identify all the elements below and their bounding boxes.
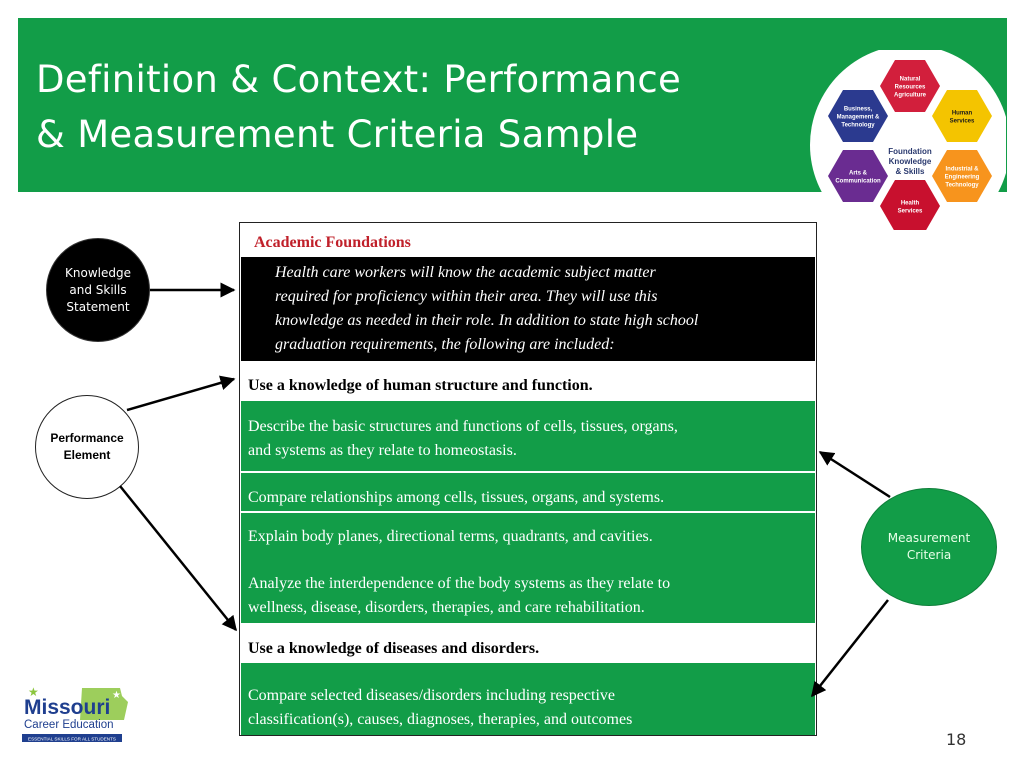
arrow-measurement-to-criteria-2 <box>811 599 889 698</box>
wheel-hexagon-label: Communication <box>835 179 881 185</box>
logo-state-shape <box>80 688 128 720</box>
wheel-hexagon-label: Business, <box>844 107 873 113</box>
slide-title: Definition & Context: Performance & Meas… <box>36 52 796 162</box>
wheel-hexagon <box>880 60 940 112</box>
performance-element-circle: Performance Element <box>35 395 139 499</box>
criteria-table: Academic Foundations Health care workers… <box>239 222 817 736</box>
criteria-3-text: Explain body planes, directional terms, … <box>248 528 653 545</box>
wheel-hexagon <box>828 150 888 202</box>
wheel-hexagon <box>932 150 992 202</box>
career-cluster-wheel-graphic: NaturalResourcesAgricultureHumanServices… <box>810 45 1010 245</box>
statement-row: Health care workers will know the academ… <box>241 257 815 361</box>
statement-line-4: graduation requirements, the following a… <box>275 336 615 353</box>
knowledge-label-1: Knowledge <box>65 265 131 280</box>
wheel-hexagon-label: Engineering <box>945 175 980 181</box>
performance-label-1: Performance <box>50 431 124 445</box>
slide-title-line-1: Definition & Context: Performance <box>36 58 682 101</box>
criteria-row: Compare selected diseases/disorders incl… <box>241 663 815 735</box>
logo-line-1: Missouri <box>24 696 110 719</box>
measurement-label-2: Criteria <box>906 548 952 562</box>
measurement-criteria-circle: Measurement Criteria <box>861 488 997 606</box>
wheel-hexagon-label: Arts & <box>849 171 868 177</box>
wheel-center-label-3: & Skills <box>896 167 925 176</box>
criteria-row: Analyze the interdependence of the body … <box>241 553 815 623</box>
criteria-5-line-2: classification(s), causes, diagnoses, th… <box>248 711 633 728</box>
wheel-hexagon-label: Natural <box>900 77 921 83</box>
row-divider <box>241 511 815 513</box>
performance-element-1: Use a knowledge of human structure and f… <box>248 377 593 394</box>
wheel-hexagon-label: Services <box>898 209 923 215</box>
row-divider <box>241 471 815 473</box>
wheel-hexagon-label: Technology <box>841 123 875 129</box>
wheel-hexagon <box>932 90 992 142</box>
wheel-center-label-2: Knowledge <box>889 157 932 166</box>
wheel-hexagon-label: Resources <box>895 85 926 91</box>
criteria-4-line-1: Analyze the interdependence of the body … <box>248 575 671 592</box>
logo-line-2: Career Education <box>24 719 114 731</box>
statement-line-2: required for proficiency within their ar… <box>275 288 658 305</box>
criteria-1-line-1: Describe the basic structures and functi… <box>248 418 678 435</box>
wheel-hexagon-label: Technology <box>945 183 979 189</box>
arrow-performance-to-element-2 <box>119 485 237 632</box>
statement-text: Health care workers will know the academ… <box>275 261 698 357</box>
arrow-performance-to-element-1 <box>126 375 236 412</box>
criteria-5-line-1: Compare selected diseases/disorders incl… <box>248 687 615 704</box>
missouri-logo-graphic: ★ ★ Missouri Career Education ESSENTIAL … <box>22 685 128 742</box>
criteria-text: Analyze the interdependence of the body … <box>248 572 670 620</box>
slide-title-line-2: & Measurement Criteria Sample <box>36 113 639 156</box>
criteria-row: Describe the basic structures and functi… <box>241 401 815 471</box>
logo-tagline: ESSENTIAL SKILLS FOR ALL STUDENTS <box>28 737 116 742</box>
wheel-hexagon-label: Services <box>950 119 975 125</box>
criteria-text: Describe the basic structures and functi… <box>248 415 678 463</box>
wheel-hexagon-label: Health <box>901 201 920 207</box>
knowledge-skills-statement-circle: Knowledge and Skills Statement <box>46 238 150 342</box>
criteria-1-line-2: and systems as they relate to homeostasi… <box>248 442 517 459</box>
missouri-career-education-logo: ★ ★ Missouri Career Education ESSENTIAL … <box>20 680 130 744</box>
logo-star-icon: ★ <box>28 685 39 699</box>
logo-star-icon: ★ <box>112 690 121 701</box>
criteria-4-line-2: wellness, disease, disorders, therapies,… <box>248 599 645 616</box>
performance-label-2: Element <box>63 448 111 462</box>
table-heading: Academic Foundations <box>254 234 411 251</box>
wheel-hexagon-label: Human <box>952 111 973 117</box>
wheel-hexagon-label: Industrial & <box>945 167 979 173</box>
criteria-2-text: Compare relationships among cells, tissu… <box>248 489 665 506</box>
wheel-hexagon <box>880 180 940 232</box>
performance-element-row-1: Use a knowledge of human structure and f… <box>241 361 815 401</box>
wheel-hexagon-label: Management & <box>837 115 880 121</box>
performance-element-row-2: Use a knowledge of diseases and disorder… <box>241 623 815 663</box>
measurement-label-1: Measurement <box>887 531 971 545</box>
wheel-center-label-1: Foundation <box>888 147 932 156</box>
knowledge-label-2: and Skills <box>69 282 127 297</box>
arrow-measurement-to-criteria-1 <box>818 450 891 499</box>
criteria-row: Explain body planes, directional terms, … <box>241 513 815 553</box>
criteria-text: Compare selected diseases/disorders incl… <box>248 684 632 732</box>
wheel-hexagon-label: Agriculture <box>894 93 927 99</box>
criteria-row: Compare relationships among cells, tissu… <box>241 473 815 511</box>
wheel-hexagon <box>828 90 888 142</box>
logo-tagline-bar <box>22 734 122 742</box>
knowledge-label-3: Statement <box>66 299 130 314</box>
page-number: 18 <box>946 730 967 749</box>
statement-line-3: knowledge as needed in their role. In ad… <box>275 312 699 329</box>
performance-element-2: Use a knowledge of diseases and disorder… <box>248 640 540 657</box>
statement-line-1: Health care workers will know the academ… <box>275 264 656 281</box>
table-heading-row: Academic Foundations <box>241 223 815 257</box>
